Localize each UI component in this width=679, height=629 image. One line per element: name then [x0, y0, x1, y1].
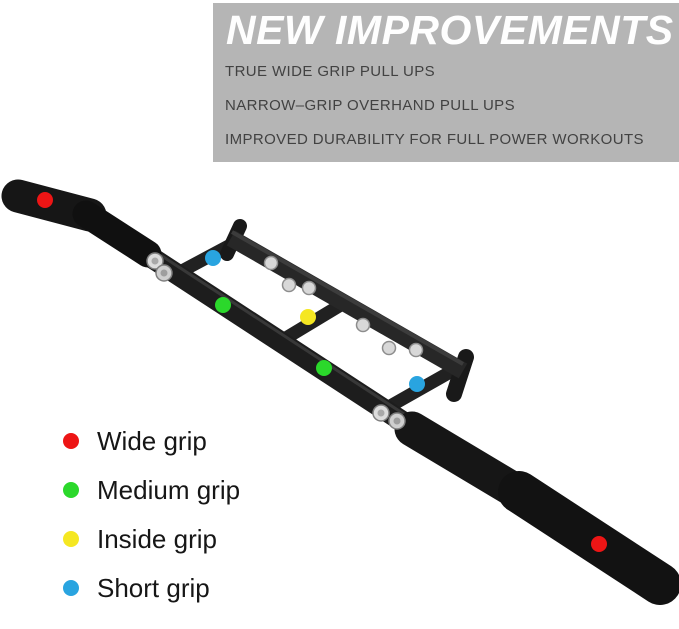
legend-label: Medium grip	[97, 474, 241, 505]
legend-row-red: Wide grip	[63, 426, 240, 456]
right-foam-grip	[394, 411, 679, 605]
improvements-panel: NEW IMPROVEMENTS TRUE WIDE GRIP PULL UPS…	[213, 3, 679, 162]
yellow-dot-icon	[63, 531, 79, 547]
red-grip-marker	[591, 536, 607, 552]
bar-upper-rail	[220, 219, 474, 402]
red-dot-icon	[63, 433, 79, 449]
legend-label: Wide grip	[97, 425, 207, 456]
junction-bolts	[146, 252, 406, 430]
rail-studs	[263, 255, 424, 358]
legend-row-green: Medium grip	[63, 475, 240, 505]
product-infographic: NEW IMPROVEMENTS TRUE WIDE GRIP PULL UPS…	[1, 3, 679, 605]
panel-bullet-3: IMPROVED DURABILITY FOR FULL POWER WORKO…	[225, 131, 644, 148]
yellow-grip-marker	[300, 309, 316, 325]
legend-row-blue: Short grip	[63, 573, 240, 603]
green-grip-marker	[215, 297, 231, 313]
blue-grip-marker	[205, 250, 221, 266]
panel-title: NEW IMPROVEMENTS	[226, 7, 674, 53]
panel-bullet-1: TRUE WIDE GRIP PULL UPS	[225, 63, 436, 80]
green-grip-marker	[316, 360, 332, 376]
legend-label: Short grip	[97, 572, 210, 603]
blue-dot-icon	[63, 580, 79, 596]
grip-markers	[37, 192, 607, 552]
bullet-list: TRUE WIDE GRIP PULL UPS NARROW–GRIP OVERH…	[225, 63, 644, 165]
left-foam-grip	[1, 179, 162, 268]
legend-row-yellow: Inside grip	[63, 524, 240, 554]
blue-grip-marker	[409, 376, 425, 392]
green-dot-icon	[63, 482, 79, 498]
pullup-bar-illustration	[1, 179, 679, 605]
panel-bullet-2: NARROW–GRIP OVERHAND PULL UPS	[225, 97, 515, 114]
red-grip-marker	[37, 192, 53, 208]
legend-label: Inside grip	[97, 523, 217, 554]
